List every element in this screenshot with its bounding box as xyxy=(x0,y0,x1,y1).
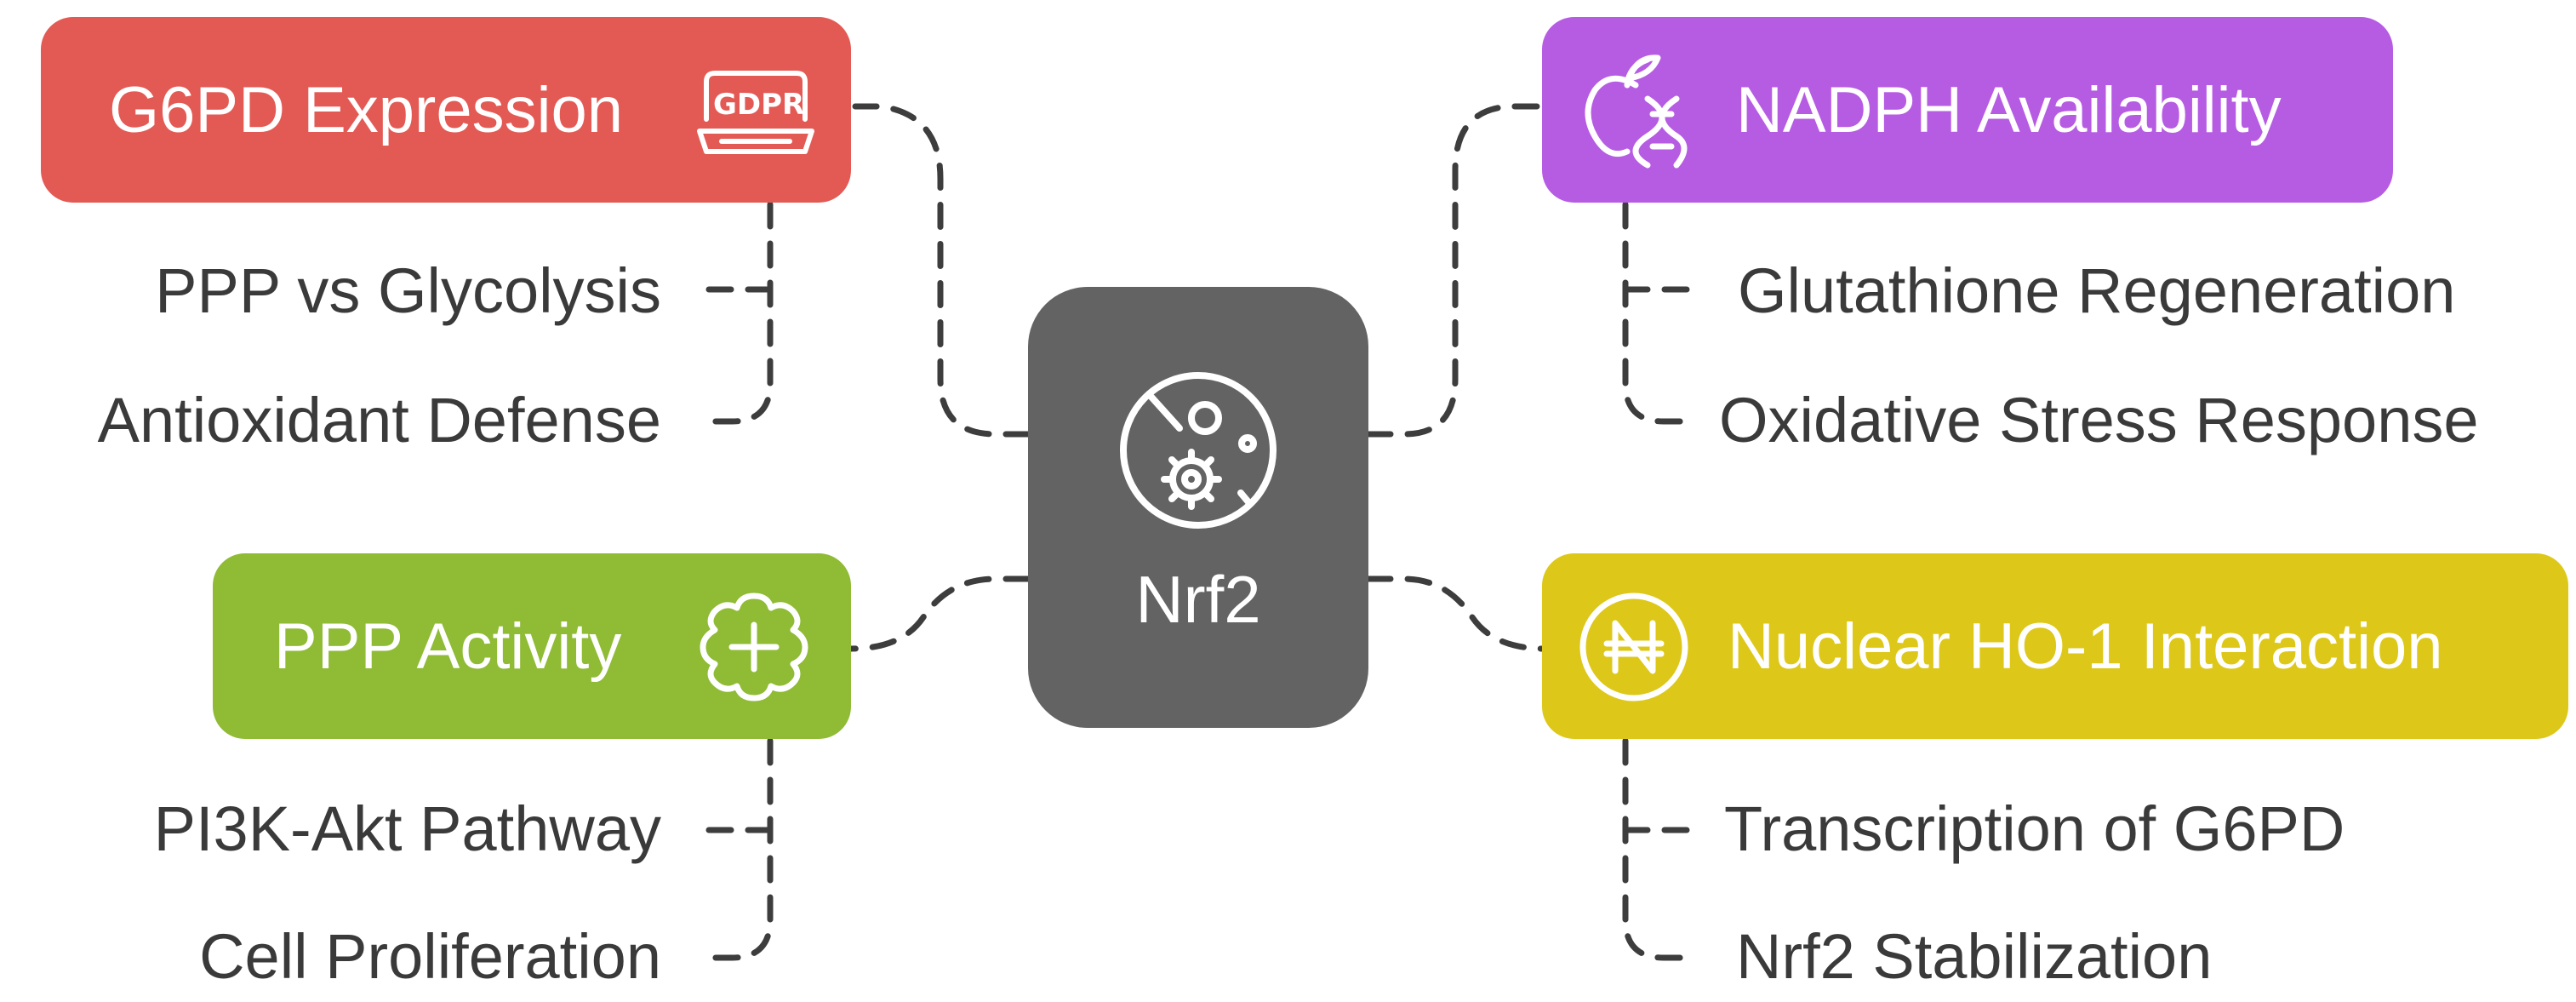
sub-item-nrf2-stabilization: Nrf2 Stabilization xyxy=(1736,921,2213,992)
g6pd-expression-box: G6PD Expression GDPR xyxy=(41,17,851,203)
cell-virus-icon xyxy=(1113,365,1283,540)
sub-item-pi3k-akt-pathway: PI3K-Akt Pathway xyxy=(153,793,661,864)
sub-item-glutathione-regeneration: Glutathione Regeneration xyxy=(1738,255,2456,326)
ppp-activity-box: PPP Activity xyxy=(213,553,851,739)
sub-item-oxidative-stress-response: Oxidative Stress Response xyxy=(1719,385,2479,455)
apple-dna-icon xyxy=(1576,51,1695,175)
connector-nadph-items xyxy=(1622,201,1697,425)
center-node: Nrf2 xyxy=(1028,287,1368,728)
connector-center-ho1 xyxy=(1365,575,1548,652)
nuclear-ho1-interaction-box: Nuclear HO-1 Interaction xyxy=(1542,553,2568,739)
naira-coin-icon xyxy=(1578,591,1690,707)
connector-ho1-items xyxy=(1622,737,1697,961)
sub-item-ppp-vs-glycolysis: PPP vs Glycolysis xyxy=(155,255,661,326)
plus-badge-icon xyxy=(696,589,812,709)
connector-ppp-items xyxy=(699,737,774,961)
nuclear-ho1-interaction-label: Nuclear HO-1 Interaction xyxy=(1728,610,2443,683)
connector-g6pd-items xyxy=(699,201,774,425)
connector-center-ppp xyxy=(848,575,1031,652)
nadph-availability-label: NADPH Availability xyxy=(1736,73,2282,146)
nadph-availability-box: NADPH Availability xyxy=(1542,17,2393,203)
center-label: Nrf2 xyxy=(1135,562,1261,637)
sub-item-cell-proliferation: Cell Proliferation xyxy=(199,921,661,992)
svg-text:GDPR: GDPR xyxy=(713,88,804,122)
ppp-activity-label: PPP Activity xyxy=(274,610,622,683)
connector-center-g6pd xyxy=(852,103,1031,438)
gdpr-icon: GDPR xyxy=(696,66,815,164)
connector-center-nadph xyxy=(1365,103,1542,438)
g6pd-expression-label: G6PD Expression xyxy=(109,73,624,146)
sub-item-antioxidant-defense: Antioxidant Defense xyxy=(97,385,661,455)
sub-item-transcription-of-g6pd: Transcription of G6PD xyxy=(1724,793,2345,864)
